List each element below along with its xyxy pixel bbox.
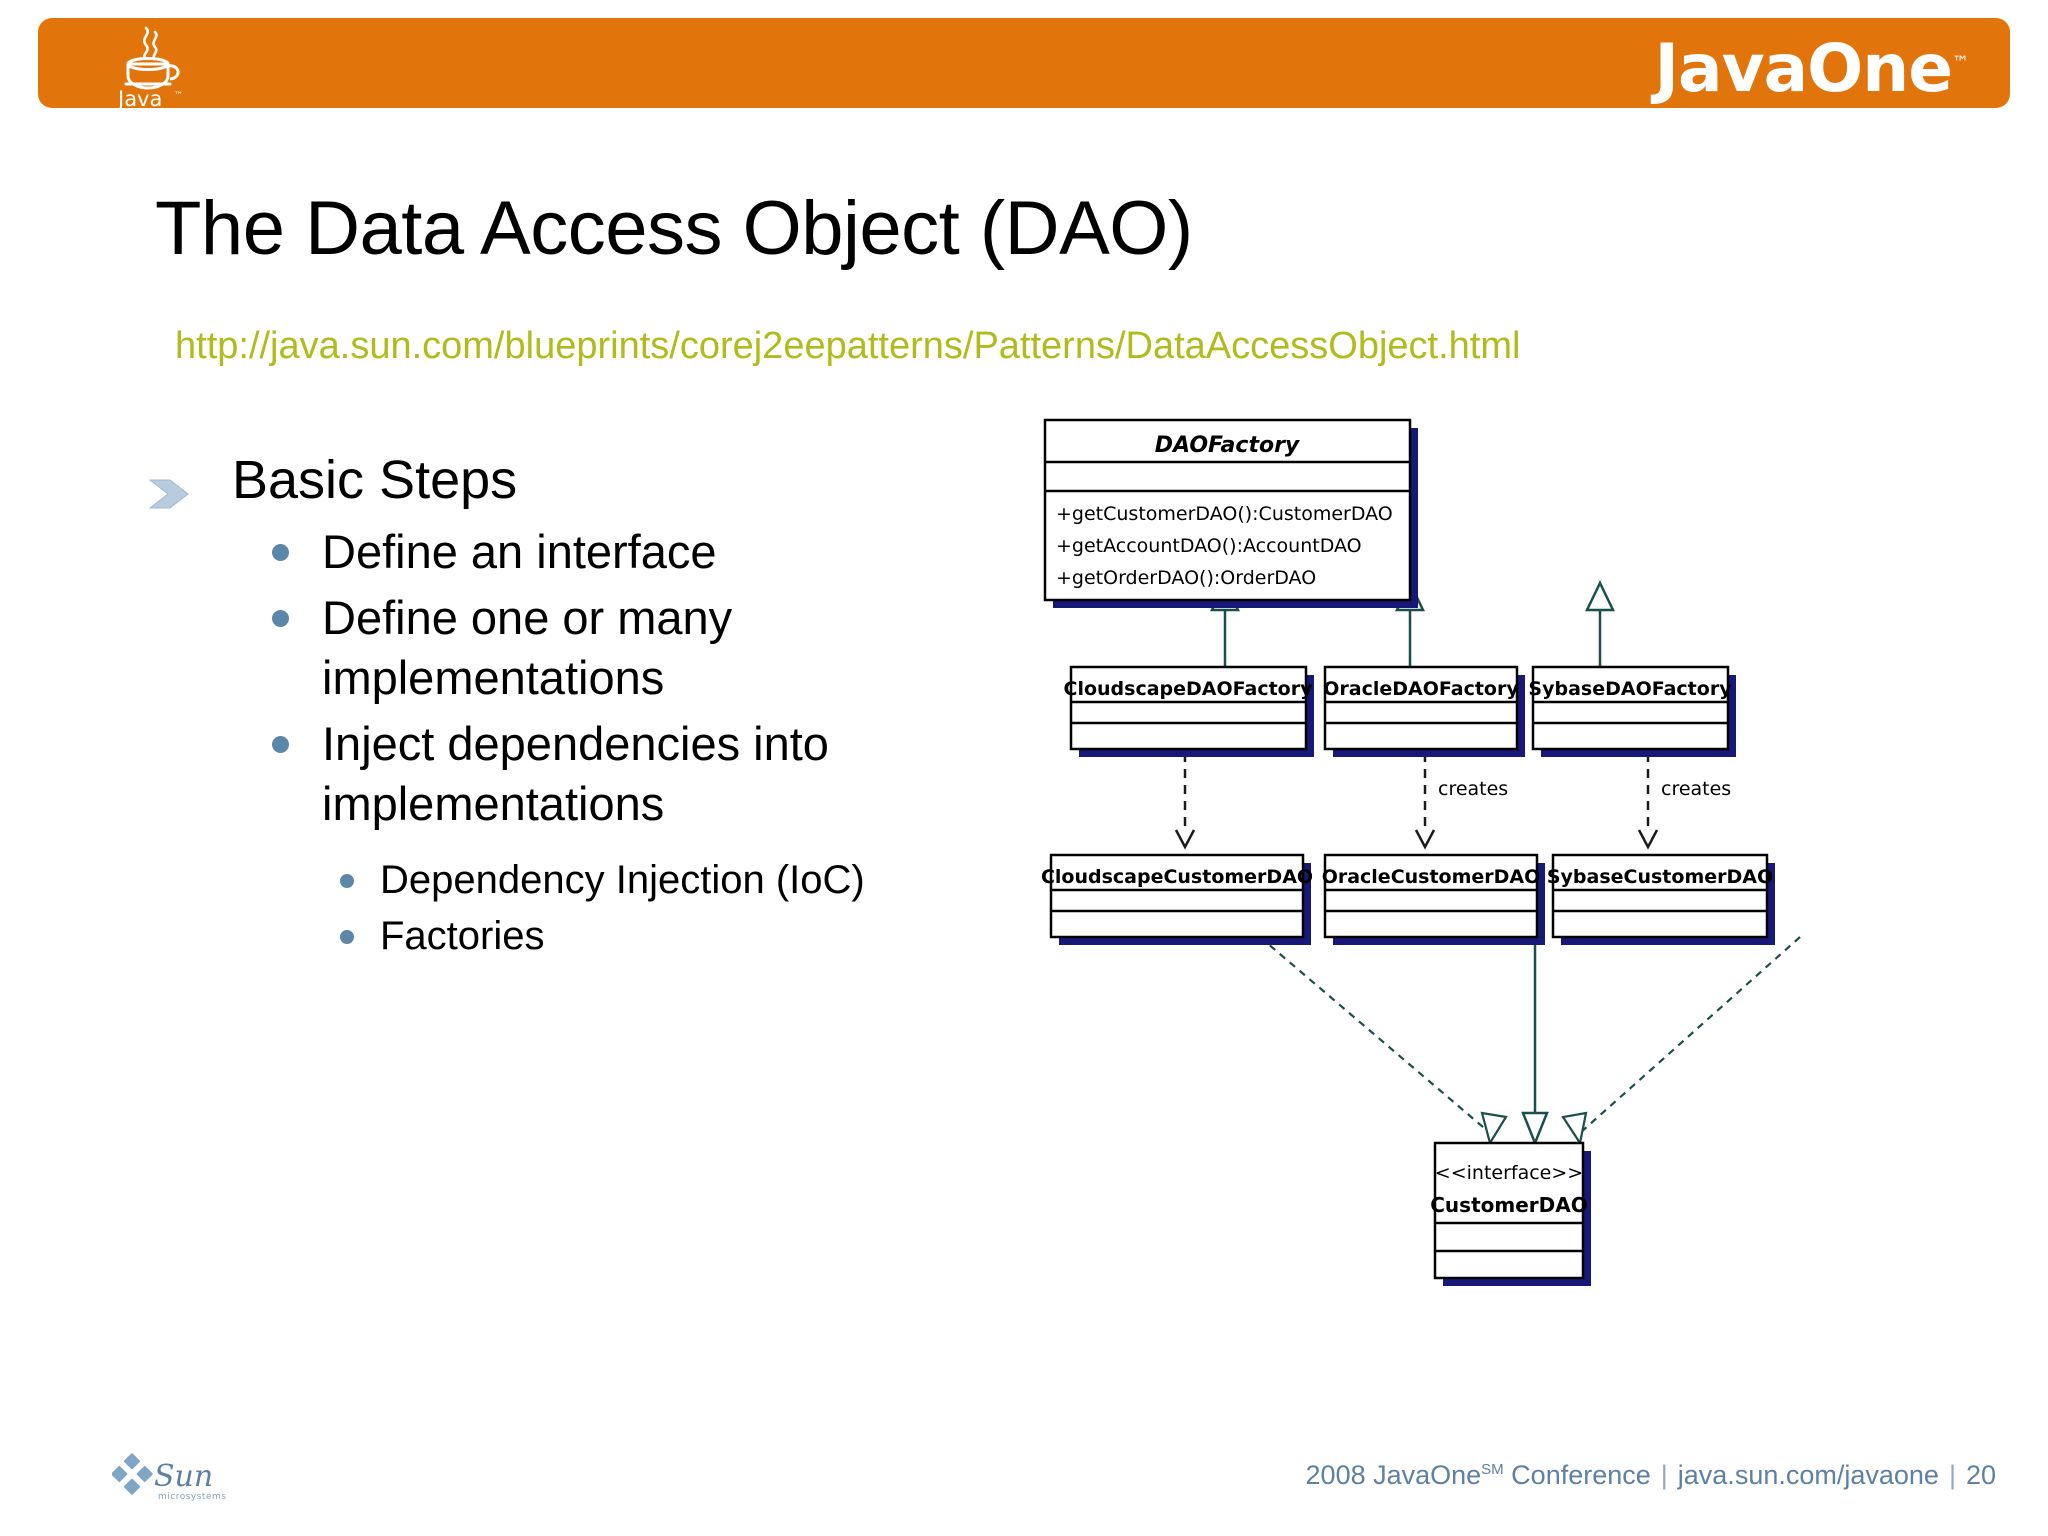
javaone-logo: JavaOne™ (1654, 26, 1969, 107)
footer-conference-suffix: Conference (1503, 1460, 1651, 1490)
bullet-level2-label: Define an interface (322, 525, 717, 578)
trademark-symbol: ™ (1952, 53, 1969, 73)
footer-site: java.sun.com/javaone (1677, 1460, 1939, 1490)
bullet-dependency-injection-ioc: Dependency Injection (IoC) (140, 854, 960, 906)
sun-logo-subtitle: microsystems (158, 1492, 226, 1502)
bullet-inject-dependencies-into-implementations: Inject dependencies into implementations (140, 714, 960, 834)
header-bar: Java ™ JavaOne™ (38, 18, 2010, 111)
footer-conference: 2008 JavaOne (1305, 1460, 1482, 1490)
javaone-logo-text: JavaOne (1654, 30, 1953, 107)
uml-class-cloudscapedaofactory: CloudscapeDAOFactory (1064, 665, 1314, 757)
service-mark-symbol: SM (1481, 1461, 1504, 1478)
bullet-dot-icon (272, 736, 289, 753)
realization-connectors (1259, 936, 1801, 1134)
uml-class-cloudscapecustomerdao: CloudscapeCustomerDAO (1041, 853, 1313, 945)
bullet-level1-label: Basic Steps (232, 450, 518, 510)
footer-page-number: 20 (1965, 1460, 1996, 1490)
bullet-dot-icon (340, 930, 354, 944)
footer-separator: | (1948, 1460, 1956, 1490)
svg-text:Java: Java (116, 87, 162, 108)
reference-url[interactable]: http://java.sun.com/blueprints/corej2eep… (175, 325, 1521, 367)
footer-meta: 2008 JavaOneSM Conference | java.sun.com/j… (1306, 1460, 1996, 1491)
bullet-list: Basic Steps Define an interface Define o… (140, 448, 960, 966)
bullet-define-one-or-many-implementations: Define one or many implementations (140, 588, 960, 708)
uml-class-oracledaofactory: OracleDAOFactory (1323, 665, 1525, 757)
uml-class-name: OracleDAOFactory (1323, 678, 1519, 700)
bullet-level3-label: Dependency Injection (IoC) (380, 858, 865, 902)
bullet-level2-label: Define one or many implementations (322, 591, 733, 704)
uml-class-oraclecustomerdao: OracleCustomerDAO (1322, 853, 1545, 945)
creates-arrowheads (1174, 829, 1659, 850)
uml-class-sybasecustomerdao: SybaseCustomerDAO (1547, 853, 1775, 945)
bullet-level1-basic-steps: Basic Steps (140, 448, 960, 512)
realization-connector-center (1480, 937, 1588, 1147)
uml-class-name: CloudscapeDAOFactory (1064, 678, 1314, 700)
sun-microsystems-logo: Sun microsystems (111, 1452, 242, 1504)
svg-text:™: ™ (174, 91, 183, 101)
chevron-right-icon (148, 462, 194, 509)
uml-stereotype: <<interface>> (1435, 1162, 1583, 1184)
uml-class-name: SybaseDAOFactory (1528, 678, 1732, 700)
uml-interface-customerdao: <<interface>> CustomerDAO (1430, 1141, 1591, 1286)
uml-class-name: OracleCustomerDAO (1322, 866, 1541, 888)
uml-class-sybasedaofactory: SybaseDAOFactory (1528, 665, 1736, 757)
uml-class-name: SybaseCustomerDAO (1547, 866, 1773, 888)
bullet-dot-icon (272, 610, 289, 627)
bullet-dot-icon (272, 544, 289, 561)
edge-label-creates-sybase: creates (1661, 778, 1731, 800)
creates-connectors (1183, 753, 1650, 833)
footer-separator: | (1660, 1460, 1668, 1490)
java-coffee-cup-icon: Java ™ (102, 22, 192, 111)
bullet-dot-icon (340, 874, 354, 888)
edge-label-creates-oracle: creates (1438, 778, 1508, 800)
sun-logo-word: Sun (154, 1459, 213, 1494)
uml-class-name: CloudscapeCustomerDAO (1041, 866, 1313, 888)
uml-method: +getOrderDAO():OrderDAO (1056, 567, 1316, 589)
uml-class-daofactory: DAOFactory +getCustomerDAO():CustomerDAO… (1043, 418, 1418, 608)
bullet-level2-label: Inject dependencies into implementations (322, 717, 829, 830)
list-spacer (140, 840, 960, 854)
bullet-define-an-interface: Define an interface (140, 522, 960, 582)
uml-method: +getCustomerDAO():CustomerDAO (1056, 503, 1393, 525)
uml-class-name: DAOFactory (1155, 433, 1301, 458)
uml-class-diagram: DAOFactory +getCustomerDAO():CustomerDAO… (1040, 415, 2020, 1415)
uml-method: +getAccountDAO():AccountDAO (1056, 535, 1362, 557)
bullet-level3-label: Factories (380, 914, 545, 958)
bullet-factories: Factories (140, 910, 960, 962)
uml-class-name: CustomerDAO (1430, 1193, 1587, 1217)
slide-title: The Data Access Object (DAO) (155, 186, 1193, 271)
